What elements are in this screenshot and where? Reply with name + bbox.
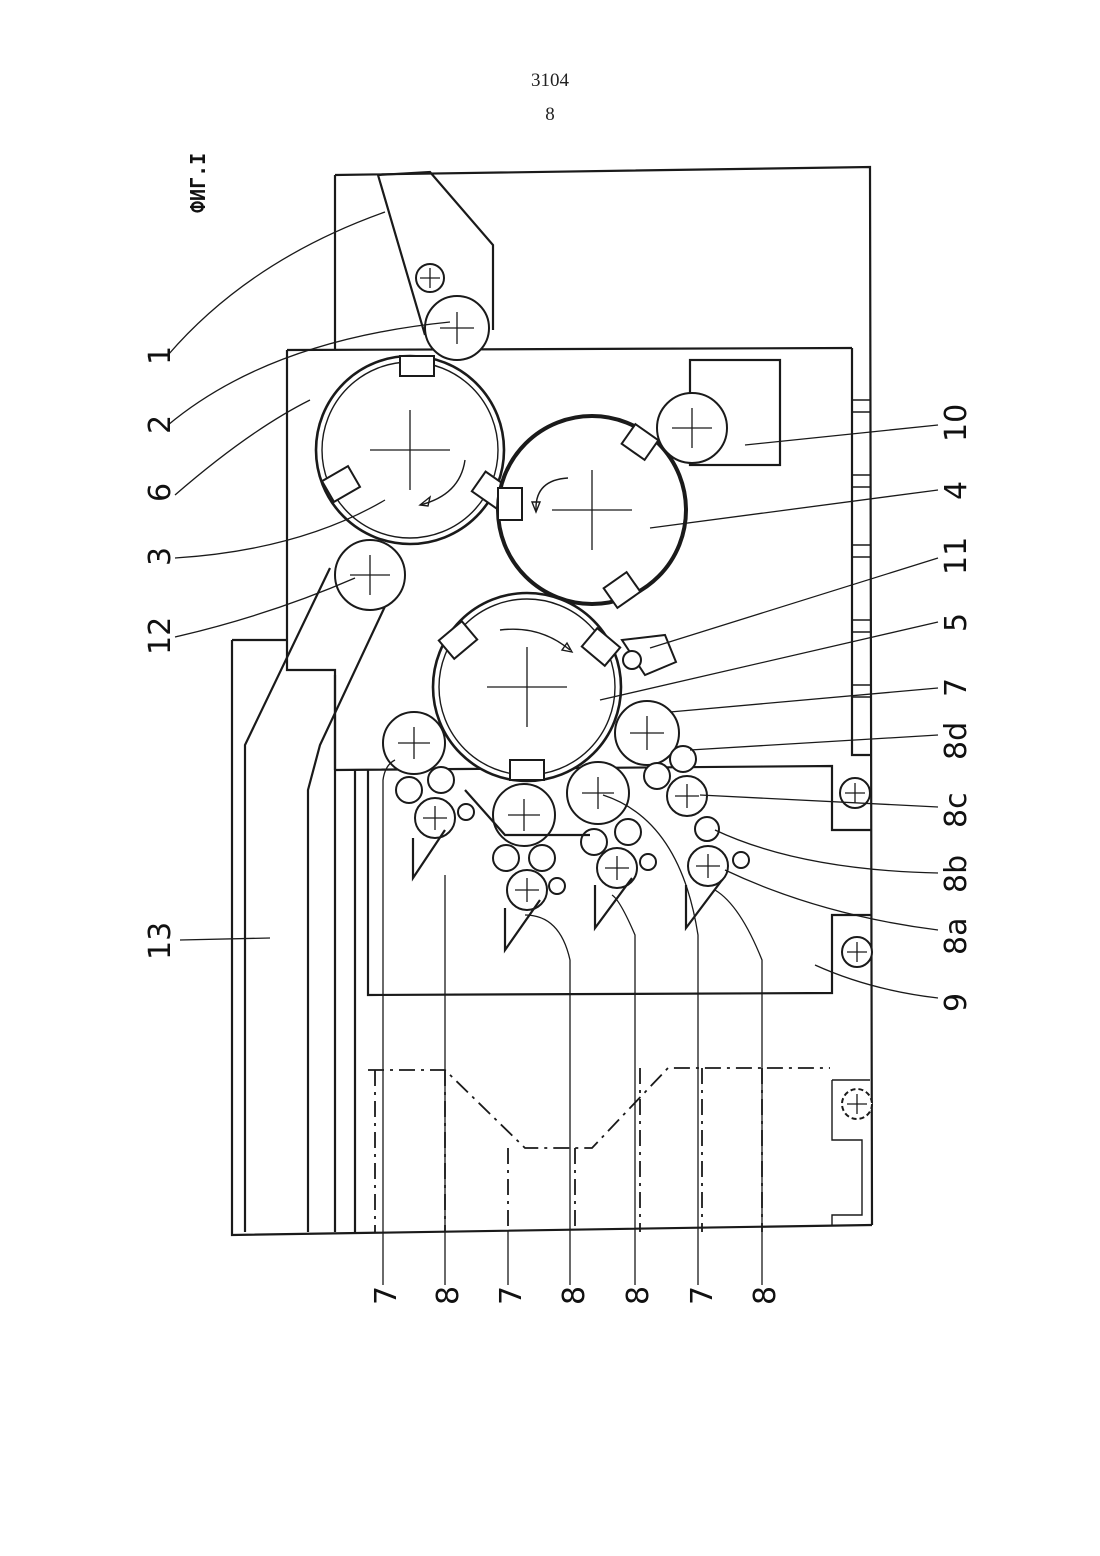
label-bottom-8-a: 8 <box>431 1286 466 1305</box>
label-8b: 8b <box>939 855 974 893</box>
blanket-cylinder-4 <box>498 416 686 608</box>
label-3: 3 <box>143 547 178 566</box>
label-10: 10 <box>939 404 974 442</box>
label-4: 4 <box>939 481 974 500</box>
label-2: 2 <box>143 415 178 434</box>
label-bottom-8-c: 8 <box>621 1286 656 1305</box>
label-bottom-7-b: 7 <box>494 1286 529 1305</box>
feed-rollers <box>416 264 489 360</box>
roller-12 <box>335 540 405 610</box>
plate-cylinder-3 <box>316 356 510 544</box>
label-6: 6 <box>143 483 178 502</box>
label-8c: 8c <box>939 792 974 828</box>
dashed-position-verticals <box>375 1068 762 1232</box>
label-bottom-8-d: 8 <box>748 1286 783 1305</box>
dashed-position-outline <box>368 1068 830 1148</box>
label-1: 1 <box>143 346 178 365</box>
label-13: 13 <box>143 922 178 960</box>
label-bottom-8-b: 8 <box>557 1286 592 1305</box>
label-12: 12 <box>143 617 178 655</box>
roller-10 <box>657 360 780 465</box>
label-5: 5 <box>939 613 974 632</box>
figure-caption: ФИГ.I <box>186 153 210 213</box>
label-bottom-7-c: 7 <box>685 1286 720 1305</box>
label-8a: 8a <box>939 918 974 955</box>
label-7-right: 7 <box>939 678 974 697</box>
label-9: 9 <box>939 993 974 1012</box>
impression-cylinder-5 <box>433 593 621 781</box>
inking-rollers <box>383 701 872 1119</box>
label-bottom-7-a: 7 <box>369 1286 404 1305</box>
label-8d: 8d <box>939 722 974 760</box>
device-11 <box>622 635 676 675</box>
label-11: 11 <box>939 537 974 575</box>
